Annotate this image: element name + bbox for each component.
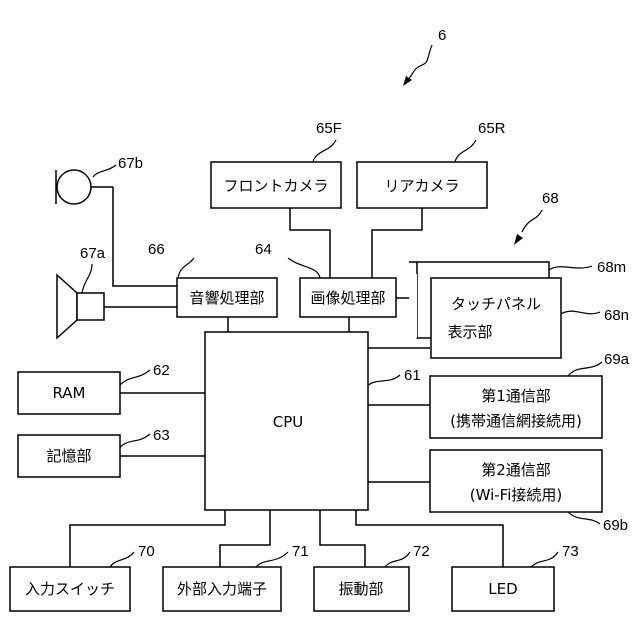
- comm1-block: 第1通信部 (携帯通信網接続用): [430, 376, 602, 438]
- ref-front-camera: 65F: [316, 120, 342, 137]
- vibration-block: 振動部: [314, 567, 409, 611]
- led-label: LED: [488, 580, 517, 598]
- front-camera-block: フロントカメラ: [211, 162, 341, 208]
- display-label: 表示部: [447, 323, 492, 341]
- ram-block: RAM: [18, 372, 120, 414]
- input-switch-label: 入力スイッチ: [25, 580, 115, 598]
- ref-led: 73: [562, 543, 579, 560]
- ref-vibration: 72: [413, 543, 430, 560]
- ref-touch-panel-n: 68n: [604, 307, 629, 324]
- comm1-subtitle: (携帯通信網接続用): [450, 412, 582, 430]
- cpu-label: CPU: [273, 413, 304, 431]
- touch-panel-display-block: タッチパネル 表示部: [409, 262, 561, 358]
- ref-image-processing: 64: [255, 241, 272, 258]
- image-processing-block: 画像処理部: [300, 278, 396, 317]
- ref-touch-panel-m: 68m: [597, 259, 626, 276]
- ref-comm1: 69a: [604, 351, 630, 368]
- ref-speaker: 67a: [80, 245, 106, 262]
- external-input-block: 外部入力端子: [163, 567, 281, 611]
- ref-figure: 6: [438, 27, 446, 44]
- front-camera-label: フロントカメラ: [223, 177, 328, 195]
- cpu-block: CPU: [205, 332, 368, 510]
- comm2-subtitle: (Wi-Fi接続用): [470, 486, 563, 504]
- ref-cpu: 61: [404, 367, 421, 384]
- ram-label: RAM: [52, 384, 85, 402]
- audio-processing-block: 音響処理部: [177, 278, 277, 317]
- ref-storage: 63: [153, 427, 170, 444]
- ref-rear-camera: 65R: [478, 120, 506, 137]
- ref-input-switch: 70: [138, 543, 155, 560]
- ref-comm2: 69b: [603, 517, 628, 534]
- audio-processing-label: 音響処理部: [189, 289, 264, 307]
- microphone-icon: [56, 170, 113, 204]
- comm2-title: 第2通信部: [481, 461, 551, 479]
- external-input-label: 外部入力端子: [177, 580, 267, 598]
- rear-camera-block: リアカメラ: [357, 162, 487, 208]
- led-block: LED: [452, 567, 554, 611]
- ref-audio-processing: 66: [148, 241, 165, 258]
- comm2-block: 第2通信部 (Wi-Fi接続用): [430, 450, 602, 512]
- ref-external-input: 71: [292, 543, 309, 560]
- comm1-title: 第1通信部: [481, 387, 551, 405]
- ref-microphone: 67b: [118, 155, 143, 172]
- input-switch-block: 入力スイッチ: [10, 567, 130, 611]
- storage-label: 記憶部: [46, 447, 91, 465]
- touch-panel-label: タッチパネル: [451, 295, 541, 313]
- ref-ram: 62: [153, 362, 170, 379]
- rear-camera-label: リアカメラ: [384, 177, 459, 195]
- speaker-icon: [57, 275, 104, 338]
- ref-touch-panel: 68: [542, 190, 559, 207]
- image-processing-label: 画像処理部: [310, 289, 385, 307]
- storage-block: 記憶部: [18, 435, 120, 477]
- vibration-label: 振動部: [338, 580, 383, 598]
